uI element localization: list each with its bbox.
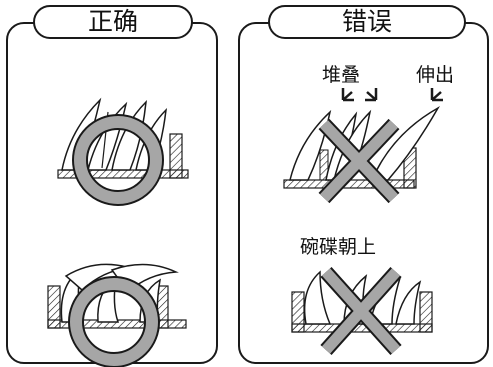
wrong-cross-icon-2 — [320, 266, 402, 356]
correct-ring-icon — [72, 114, 164, 206]
label-stacked: 堆叠 — [322, 64, 361, 86]
label-sticking-out: 伸出 — [416, 64, 455, 86]
correct-ring-icon-2 — [68, 276, 160, 367]
wrong-upside-illustration — [291, 270, 433, 333]
wrong-cross-icon — [318, 118, 400, 204]
label-upside-up: 碗碟朝上 — [300, 236, 377, 258]
correct-panel-title: 正确 — [33, 5, 193, 39]
wrong-panel-title: 错误 — [268, 5, 466, 39]
